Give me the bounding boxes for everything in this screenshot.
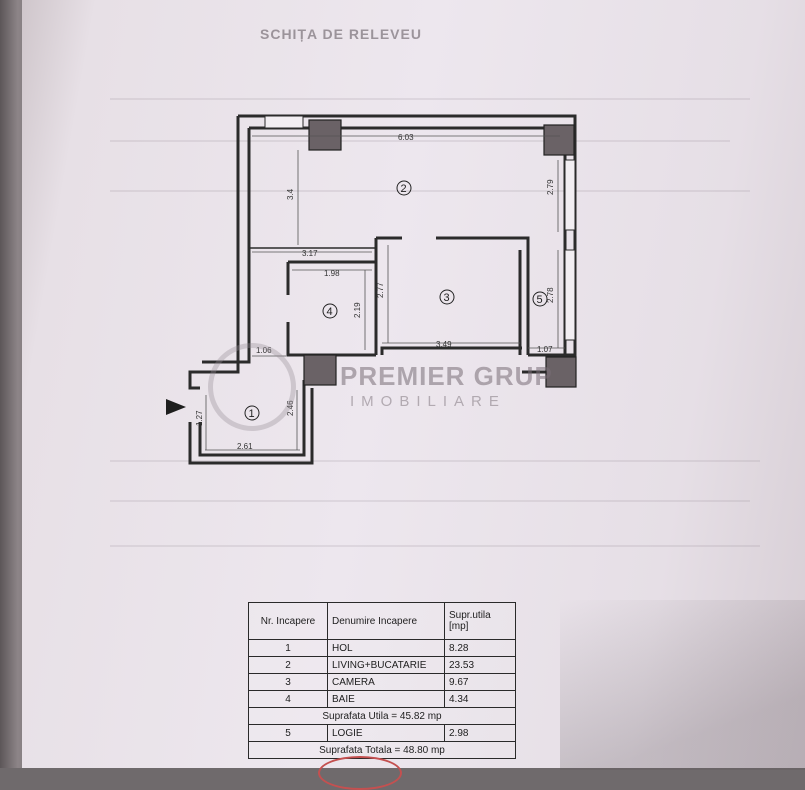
room-marker [396, 180, 412, 196]
pillar [308, 119, 342, 151]
page-shadow [560, 600, 805, 770]
room-name: HOL [327, 639, 445, 657]
room-number: 3 [444, 292, 450, 304]
window [564, 159, 576, 231]
table-header-row: Nr. Incapere Denumire Incapere Supr.util… [248, 602, 516, 640]
room-name: BAIE [327, 690, 445, 708]
room-number: 4 [327, 306, 333, 318]
room-number: 2 [401, 183, 407, 195]
column-header: Denumire Incapere [327, 602, 445, 640]
room-nr: 4 [248, 690, 328, 708]
outer-wall [202, 128, 251, 364]
room-number: 5 [537, 294, 543, 306]
dimension-label: 2.79 [546, 179, 555, 195]
window [564, 249, 576, 341]
stamp-icon [318, 756, 402, 790]
room-nr: 1 [248, 639, 328, 657]
document-heading: SCHIȚA DE RELEVEU [260, 26, 422, 42]
background-text-line [110, 545, 760, 547]
pillar [545, 356, 577, 388]
room-nr: 2 [248, 656, 328, 674]
watermark-brand: PREMIER GRUP [340, 361, 553, 391]
room-area: 9.67 [444, 673, 516, 691]
room-area-table: Nr. Incapere Denumire Incapere Supr.util… [248, 602, 516, 759]
outer-wall [188, 116, 240, 390]
dimension-label: 3.4 [286, 188, 295, 200]
table-row: 1 HOL 8.28 [248, 639, 516, 657]
dimension-label: 3.17 [302, 249, 318, 258]
room-marker [532, 291, 548, 307]
dimension-label: 1.27 [195, 410, 204, 426]
room-name: LIVING+BUCATARIE [327, 656, 445, 674]
table-row: 3 CAMERA 9.67 [248, 673, 516, 691]
background-text-line [110, 500, 750, 502]
room-marker [439, 289, 455, 305]
room-area: 2.98 [444, 724, 516, 742]
useful-total: Suprafata Utila = 45.82 mp [248, 707, 516, 725]
pillar [543, 124, 575, 156]
room-area: 23.53 [444, 656, 516, 674]
dimension-label: 2.77 [376, 282, 385, 298]
table-row: 5 LOGIE 2.98 [248, 724, 516, 742]
grand-total-row: Suprafata Totala = 48.80 mp [248, 741, 516, 759]
dimension-label: 6.03 [398, 133, 414, 142]
dimension-label: 1.98 [324, 269, 340, 278]
entry-wall [188, 388, 314, 465]
entry-wall [198, 380, 306, 457]
background-text-line [110, 460, 760, 462]
room-wall [436, 236, 530, 355]
room-nr: 5 [248, 724, 328, 742]
room-nr: 3 [248, 673, 328, 691]
room-wall [380, 346, 522, 355]
entrance-arrow-icon [166, 399, 186, 415]
watermark-subtitle: IMOBILIARE [350, 393, 506, 410]
dimension-label: 2.19 [353, 302, 362, 318]
table-row: 4 BAIE 4.34 [248, 690, 516, 708]
background-text-line [110, 190, 750, 192]
column-header: Supr.utila [mp] [444, 602, 516, 640]
room-marker [322, 303, 338, 319]
room-area: 4.34 [444, 690, 516, 708]
floor-plan: 6.03 3.4 3.17 1.98 2.19 2.77 3.49 2.79 2… [188, 114, 577, 465]
bathroom-wall [286, 322, 376, 357]
window [264, 115, 304, 129]
pillar [303, 354, 337, 386]
dimension-label: 2.78 [546, 287, 555, 303]
useful-total-row: Suprafata Utila = 45.82 mp [248, 707, 516, 725]
room-name: LOGIE [327, 724, 445, 742]
room-name: CAMERA [327, 673, 445, 691]
grand-total: Suprafata Totala = 48.80 mp [248, 741, 516, 759]
background-text-line [110, 98, 750, 100]
room-area: 8.28 [444, 639, 516, 657]
watermark-logo-icon [208, 343, 296, 431]
table-row: 2 LIVING+BUCATARIE 23.53 [248, 656, 516, 674]
outer-wall [249, 126, 567, 360]
dimension-label: 1.07 [537, 345, 553, 354]
column-header: Nr. Incapere [248, 602, 328, 640]
dimension-label: 3.49 [436, 340, 452, 349]
dimension-label: 2.61 [237, 442, 253, 451]
background-text-line [110, 140, 730, 142]
